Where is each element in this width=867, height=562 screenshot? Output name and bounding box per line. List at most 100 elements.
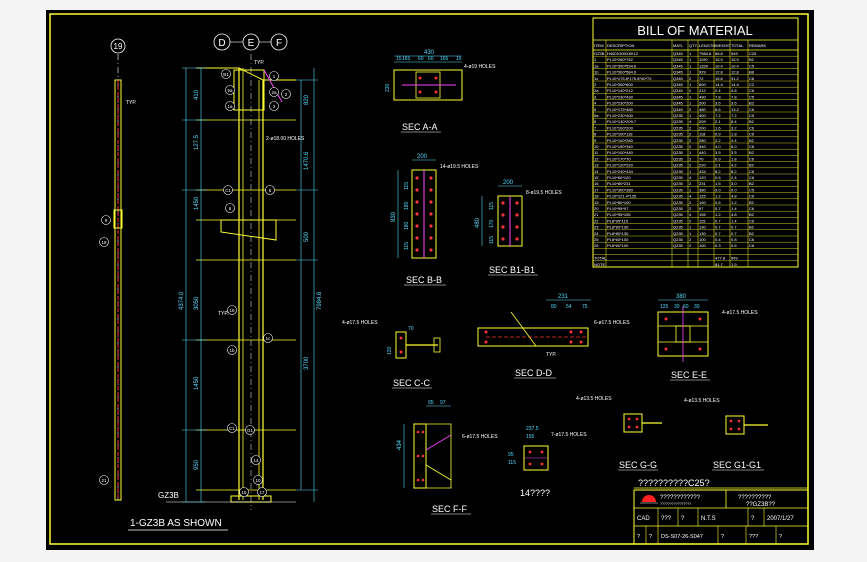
dim-ff-95: 95 <box>428 400 434 406</box>
bom-cell: 0.7 <box>715 218 721 223</box>
bom-cell: 1b <box>594 70 599 75</box>
bom-cell: NOTE <box>594 262 605 267</box>
dim-3050: 3050 <box>194 296 200 310</box>
bom-cell: Q345 <box>673 94 684 99</box>
bom-cell: C6 <box>749 243 755 248</box>
bom-cell: 16 <box>594 181 599 186</box>
bom-cell: Q235 <box>673 212 684 217</box>
bom-cell: 1 <box>689 57 692 62</box>
bom-cell: 0.6 <box>715 175 721 180</box>
bom-cell: 4.8 <box>731 88 737 93</box>
bom-cell: C2 <box>749 82 755 87</box>
dim-1450b: 1450 <box>194 376 200 390</box>
drawing-sheet: D E F 19 TYP. <box>46 10 814 550</box>
bom-cell: C6 <box>749 107 755 112</box>
bom-cell: 15.6 <box>715 76 724 81</box>
dim-15b: 15 <box>456 56 462 62</box>
bom-cell: GZ3B <box>594 51 605 56</box>
dim-dd-231: 231 <box>558 294 569 300</box>
dim-165b: 165 <box>440 56 449 62</box>
bom-cell: 0.3 <box>715 243 721 248</box>
bom-cell: 14.4 <box>731 82 740 87</box>
bom-cell: 8.0 <box>731 144 737 149</box>
bom-cell: 100 <box>699 237 706 242</box>
bom-cell: 4.2 <box>731 163 737 168</box>
bom-cell: 0.9 <box>715 156 721 161</box>
part-tag: 5a <box>227 88 233 93</box>
bom-cell: 6 <box>594 119 597 124</box>
bom-cell: 2.4 <box>731 175 737 180</box>
bom-cell: Q345 <box>673 107 684 112</box>
bom-cell: PL10*170*70 <box>607 156 631 161</box>
note-ff: 6-ø17.5 HOLES <box>462 434 498 440</box>
bom-cell: 8.2 <box>731 169 737 174</box>
bom-cell: 2 <box>689 243 692 248</box>
bom-cell: Q235 <box>673 175 684 180</box>
bom-cell: 2 <box>689 218 692 223</box>
bom-cell: C6 <box>749 144 755 149</box>
part-tag: 2 <box>285 92 288 97</box>
tb-cell: DS-S07-26-S047 <box>661 534 703 540</box>
tb-project-sub: ??GZ3B?? <box>746 502 776 508</box>
bom-cell: C6 <box>749 156 755 161</box>
title-sec-aa: SEC A-A <box>402 122 438 132</box>
bolt-hole <box>416 454 420 458</box>
bolt-hole <box>416 430 420 434</box>
sec-b1-b1: 200 480 115 170 115 8-ø19.5 HOLES SEC B1… <box>475 180 562 276</box>
bom-cell: 7.2 <box>715 113 721 118</box>
haunch <box>220 219 277 241</box>
bom-cell: 220 <box>699 163 706 168</box>
dim-410: 410 <box>194 89 200 100</box>
note-ee: 4-ø17.5 HOLES <box>722 310 758 316</box>
typ-dd: TYP. <box>546 352 556 358</box>
bom-cell: B2 <box>749 101 755 106</box>
bom-cell: 0.7 <box>731 231 737 236</box>
bom-cell: Q235 <box>673 169 684 174</box>
bom-cell: 0.6 <box>715 200 721 205</box>
bom-cell: 7.2 <box>731 113 737 118</box>
bom-cell: C6 <box>749 125 755 130</box>
part-tag: 9 <box>105 218 108 223</box>
bom-cell: PL10*100*200 <box>607 125 634 130</box>
note-b1: 8-ø19.5 HOLES <box>526 190 562 196</box>
note-aa: 4-ø19 HOLES <box>464 64 496 70</box>
part-tag: C1 <box>225 188 231 193</box>
title-sec-cc: SEC C-C <box>393 378 431 388</box>
bom-cell: PL10*120*220 <box>607 163 634 168</box>
bom-cell: Q345 <box>673 82 684 87</box>
bom-cell: 3.0 <box>731 181 737 186</box>
part-tag: 15 <box>241 490 247 495</box>
bom-title: BILL OF MATERIAL <box>637 23 753 38</box>
dim-14-c: 95 <box>508 452 514 458</box>
bom-cell: PL10*100*280 <box>607 138 634 143</box>
bom-cell: PL6*60*100 <box>607 243 629 248</box>
part-tag: 17 <box>259 490 265 495</box>
bom-cell: 5 <box>594 107 597 112</box>
dim-430: 430 <box>424 50 435 56</box>
dim-total-right: 7984.6 <box>317 291 323 310</box>
dim-500: 500 <box>304 231 310 242</box>
dim-127: 127.5 <box>194 134 200 150</box>
bolt-hole <box>429 236 433 240</box>
bom-cell: Q345 <box>673 63 684 68</box>
bom-cell: 12 <box>594 156 599 161</box>
bom-cell: 2 <box>689 200 692 205</box>
tb-cell: CAD <box>637 516 650 522</box>
bom-cell: PL10*150*340 <box>607 144 634 149</box>
bom-cell: 68.8 <box>715 51 724 56</box>
sec-a-a: 430 15 165 60 60 165 15 230 4-ø19 HOLES … <box>385 50 496 133</box>
bom-cell: 549 <box>731 256 738 261</box>
bom-cell: 6.6 <box>715 107 721 112</box>
bolt-hole <box>415 188 419 192</box>
bolt-hole <box>515 225 519 229</box>
bom-cell: 19 <box>594 200 599 205</box>
part-tag: 6 <box>229 206 232 211</box>
bom-cell: Q235 <box>673 163 684 168</box>
bom-header: LENGTH <box>699 43 715 48</box>
dim-820: 820 <box>304 94 310 105</box>
part-tag-circle <box>99 237 109 247</box>
bom-cell: B2 <box>749 231 755 236</box>
bom-cell: 13 <box>594 163 599 168</box>
bom-cell: 1 <box>689 94 692 99</box>
bom-cell: PL8*60*100 <box>607 237 629 242</box>
